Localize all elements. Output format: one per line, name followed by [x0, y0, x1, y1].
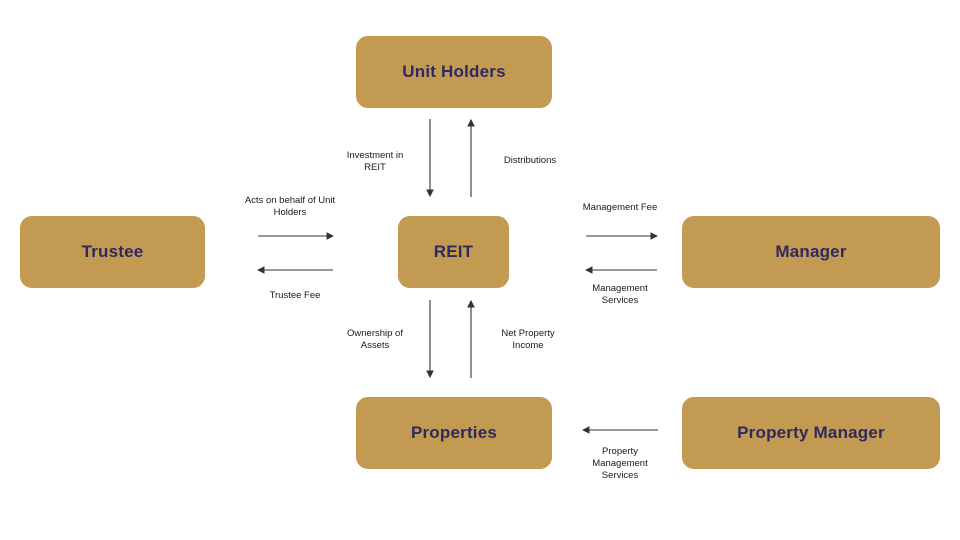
edge-label-ownership-of-assets: Ownership of Assets [347, 328, 403, 351]
edge-label-trustee-fee: Trustee Fee [269, 290, 321, 301]
node-properties[interactable]: Properties [356, 397, 552, 469]
node-unit-holders[interactable]: Unit Holders [356, 36, 552, 108]
edge-label-management-services: Management Services [592, 283, 648, 306]
node-trustee[interactable]: Trustee [20, 216, 205, 288]
edge-label-acts-on-behalf-of-unit-holders: Acts on behalf of Unit Holders [244, 195, 336, 218]
node-property-manager[interactable]: Property Manager [682, 397, 940, 469]
edge-label-property-management-services: Property Management Services [592, 446, 648, 481]
node-label-unit-holders: Unit Holders [402, 62, 506, 81]
edge-label-management-fee: Management Fee [582, 202, 658, 213]
node-manager[interactable]: Manager [682, 216, 940, 288]
edge-label-distributions: Distributions [503, 155, 557, 166]
edge-label-investment-in-reit: Investment in REIT [346, 150, 404, 173]
node-label-reit: REIT [433, 242, 474, 261]
node-label-trustee: Trustee [81, 242, 144, 261]
node-label-properties: Properties [410, 423, 498, 442]
node-label-property-manager: Property Manager [737, 423, 885, 442]
node-label-manager: Manager [775, 242, 847, 261]
node-reit[interactable]: REIT [398, 216, 509, 288]
edge-label-net-property-income: Net Property Income [501, 328, 555, 351]
